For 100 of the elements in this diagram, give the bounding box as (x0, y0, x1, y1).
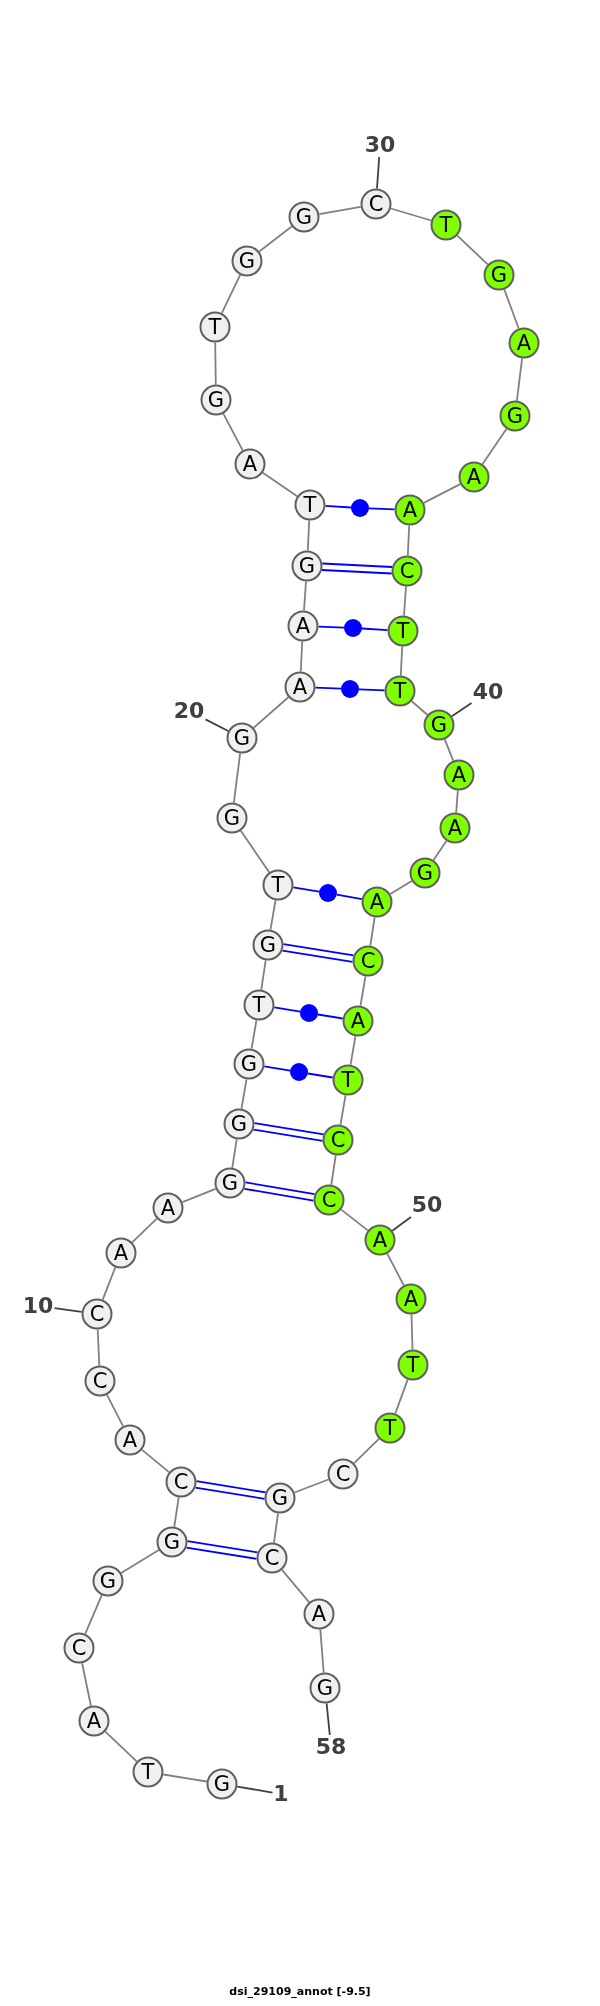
backbone-line (410, 1313, 414, 1351)
nucleotide-circle: C (322, 1124, 354, 1156)
backbone-line (481, 428, 508, 465)
bond-dot (351, 499, 369, 517)
backbone-line (214, 341, 217, 386)
backbone-line (389, 880, 413, 895)
nucleotide-circle: T (374, 1412, 406, 1444)
backbone-line (222, 412, 244, 452)
backbone-line (240, 1078, 248, 1110)
nucleotide-circle: T (397, 1349, 429, 1381)
nucleotide-circle: C (81, 1298, 113, 1330)
backbone-line (269, 899, 277, 931)
base-pair-line (307, 1072, 334, 1079)
backbone-line (96, 1328, 101, 1367)
position-number: 20 (173, 700, 205, 722)
nucleotide-circle: T (294, 489, 326, 521)
base-pair-line (281, 949, 354, 963)
base-pair-line (185, 1546, 258, 1560)
backbone-line (403, 585, 407, 617)
backbone-line (81, 1662, 92, 1707)
backbone-line (455, 789, 459, 814)
base-pair-line (252, 1128, 324, 1142)
nucleotide-circle: G (423, 709, 455, 741)
leader-line (451, 702, 473, 718)
nucleotide-circle: A (152, 1192, 184, 1224)
base-pair-line (253, 1122, 325, 1136)
nucleotide-circle: G (288, 201, 320, 233)
nucleotide-circle: C (360, 188, 392, 220)
backbone-line (84, 1594, 103, 1635)
backbone-line (120, 1549, 160, 1574)
backbone-line (369, 916, 376, 947)
backbone-line (353, 1437, 380, 1465)
nucleotide-circle: G (309, 1672, 341, 1704)
backbone-line (503, 288, 520, 330)
backbone-line (131, 1217, 158, 1244)
base-pair-line (194, 1486, 266, 1500)
nucleotide-circle: G (233, 1048, 265, 1080)
backbone-line (443, 738, 455, 762)
nucleotide-circle: A (394, 494, 426, 526)
nucleotide-circle: T (384, 675, 416, 707)
nucleotide-circle: A (234, 448, 266, 480)
backbone-line (101, 1266, 117, 1301)
backbone-line (261, 471, 299, 498)
leader-line (236, 1785, 274, 1794)
base-pair-line (368, 507, 396, 511)
backbone-line (410, 700, 429, 716)
nucleotide-circle: A (78, 1705, 110, 1737)
base-pair-line (243, 1187, 315, 1202)
bond-dot (344, 619, 362, 637)
backbone-line (394, 1378, 409, 1415)
position-number: 40 (472, 681, 504, 703)
backbone-line (422, 483, 462, 504)
base-pair-line (273, 1006, 301, 1013)
nucleotide-circle: C (63, 1632, 95, 1664)
base-pair-line (321, 569, 393, 575)
nucleotide-circle: T (430, 209, 462, 241)
position-number: 1 (273, 1783, 289, 1805)
backbone-line (306, 519, 311, 552)
nucleotide-circle: A (361, 886, 393, 918)
backbone-line (330, 1154, 337, 1186)
backbone-line (456, 234, 489, 266)
position-number: 10 (22, 1295, 54, 1317)
backbone-line (299, 640, 304, 673)
base-pair-line (317, 1013, 344, 1020)
backbone-line (250, 1019, 258, 1050)
nucleotide-circle: G (200, 384, 232, 416)
nucleotide-circle: G (226, 722, 258, 754)
leader-line (53, 1307, 83, 1313)
leader-line (391, 1216, 412, 1232)
backbone-line (339, 1094, 347, 1126)
nucleotide-circle: T (262, 869, 294, 901)
bond-dot (341, 680, 359, 698)
backbone-line (389, 207, 433, 222)
nucleotide-circle: T (243, 989, 275, 1021)
nucleotide-circle: C (313, 1184, 345, 1216)
nucleotide-circle: A (443, 759, 475, 791)
base-pair-line (324, 505, 352, 509)
nucleotide-circle: C (84, 1365, 116, 1397)
nucleotide-circle: G (216, 802, 248, 834)
nucleotide-circle: A (508, 327, 540, 359)
base-pair-line (244, 1181, 316, 1196)
nucleotide-circle: G (483, 259, 515, 291)
nucleotide-circle: A (105, 1237, 137, 1269)
leader-line (376, 156, 381, 190)
caption: dsi_29109_annot [-9.5] (229, 1986, 371, 1998)
nucleotide-circle: A (439, 812, 471, 844)
bond-dot (319, 884, 337, 902)
backbone-line (260, 959, 267, 991)
nucleotide-circle: G (252, 929, 284, 961)
nucleotide-circle: C (391, 555, 423, 587)
backbone-line (252, 696, 290, 729)
nucleotide-circle: A (364, 1224, 396, 1256)
base-pair-line (186, 1540, 259, 1554)
backbone-line (293, 1478, 330, 1494)
backbone-line (386, 1252, 405, 1287)
base-pair-line (336, 893, 363, 901)
bond-dot (290, 1063, 308, 1081)
backbone-line (258, 225, 293, 253)
nucleotide-circle: T (332, 1064, 364, 1096)
nucleotide-circle: A (284, 671, 316, 703)
